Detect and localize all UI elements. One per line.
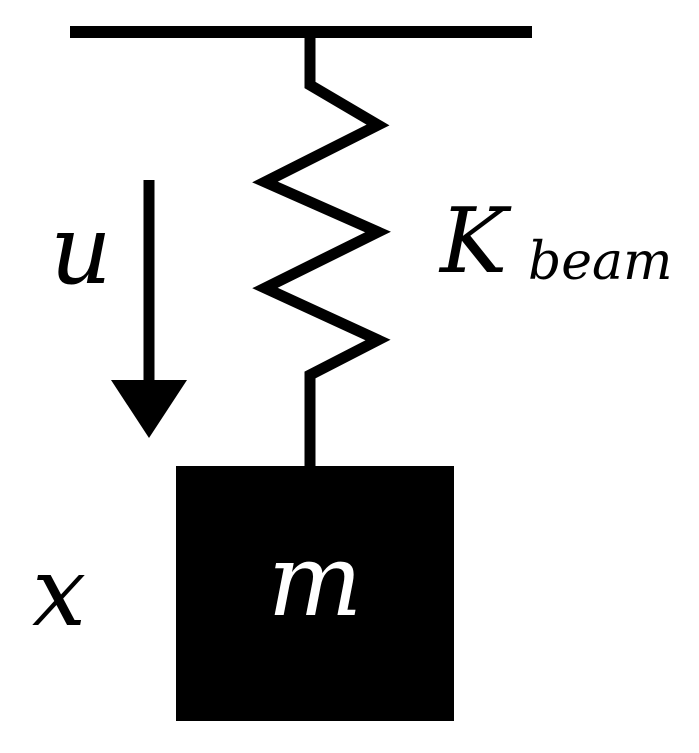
stiffness-label: K — [438, 189, 512, 294]
spring — [252, 32, 391, 468]
input-label: u — [50, 194, 112, 306]
position-label: x — [32, 536, 86, 648]
stiffness-subscript: beam — [528, 232, 672, 292]
mass-block — [176, 466, 454, 721]
arrow-down-icon — [111, 180, 187, 438]
mass-label: m — [268, 522, 363, 639]
